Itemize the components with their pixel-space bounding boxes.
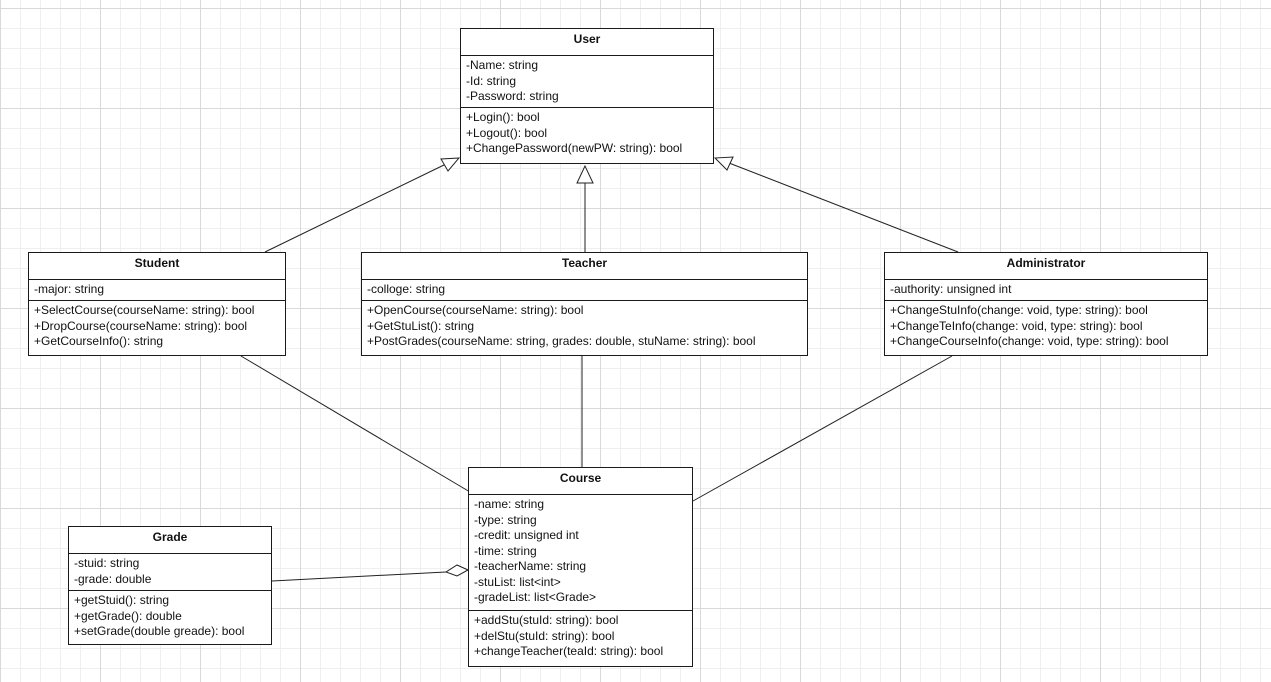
student-user-generalization-arrowhead [440, 157, 461, 172]
class-student-name: Student [29, 253, 285, 280]
class-user-attribute: -Name: string [466, 58, 539, 72]
class-teacher-operation: +OpenCourse(courseName: string): bool [367, 303, 584, 317]
class-course-attribute: -time: string [474, 543, 537, 558]
class-grade-attribute: -grade: double [74, 571, 152, 586]
class-user-attribute: -Password: string [466, 89, 559, 103]
student-user-generalization-line [264, 163, 447, 253]
class-course-attribute: -stuList: list<int> [474, 574, 561, 589]
class-course-operation: +addStu(stuId: string): bool [474, 613, 619, 627]
class-administrator[interactable]: Administrator -authority: unsigned int +… [884, 252, 1208, 356]
class-administrator-operation: +ChangeStuInfo(change: void, type: strin… [890, 303, 1148, 317]
class-administrator-attribute: -authority: unsigned int [890, 282, 1012, 296]
class-grade[interactable]: Grade -stuid: string -grade: double +get… [68, 526, 272, 645]
grade-course-aggregation-diamond [444, 564, 470, 577]
class-grade-operation: +getStuid(): string [74, 593, 170, 607]
class-grade-operations: +getStuid(): string +getGrade(): double … [69, 591, 271, 642]
class-user-attribute: -Id: string [466, 73, 517, 88]
class-administrator-name: Administrator [885, 253, 1207, 280]
administrator-user-generalization-line [728, 162, 959, 253]
class-grade-operation: +getGrade(): double [74, 608, 182, 623]
administrator-user-generalization-arrowhead [713, 156, 734, 171]
class-user-operations: +Login(): bool +Logout(): bool +ChangePa… [461, 108, 713, 159]
class-teacher-operations: +OpenCourse(courseName: string): bool +G… [362, 301, 807, 352]
class-student-operation: +SelectCourse(courseName: string): bool [34, 303, 255, 317]
class-student-operation: +GetCourseInfo(): string [34, 334, 164, 348]
class-course-attribute: -type: string [474, 512, 537, 527]
grade-course-aggregation-line [271, 571, 447, 582]
class-course-name: Course [469, 468, 692, 495]
class-teacher-operation: +GetStuList(): string [367, 318, 475, 333]
class-course-operation: +changeTeacher(teaId: string): bool [474, 644, 664, 658]
class-teacher[interactable]: Teacher -colloge: string +OpenCourse(cou… [361, 252, 808, 356]
class-course-operation: +delStu(stuId: string): bool [474, 628, 615, 643]
class-user-operation: +ChangePassword(newPW: string): bool [466, 141, 683, 155]
class-teacher-attributes: -colloge: string [362, 280, 807, 301]
class-course-attribute: -gradeList: list<Grade> [474, 590, 597, 604]
class-administrator-operation: +ChangeCourseInfo(change: void, type: st… [890, 334, 1169, 348]
class-user-attributes: -Name: string -Id: string -Password: str… [461, 56, 713, 108]
class-administrator-operations: +ChangeStuInfo(change: void, type: strin… [885, 301, 1207, 352]
class-teacher-name: Teacher [362, 253, 807, 280]
class-grade-attributes: -stuid: string -grade: double [69, 554, 271, 591]
class-course-attribute: -credit: unsigned int [474, 528, 579, 542]
class-course[interactable]: Course -name: string -type: string -cred… [468, 467, 693, 667]
class-course-attribute: -teacherName: string [474, 559, 587, 573]
class-student-attribute: -major: string [34, 282, 105, 296]
class-user-name: User [461, 29, 713, 56]
class-student-operation: +DropCourse(courseName: string): bool [34, 318, 248, 333]
class-teacher-operation: +PostGrades(courseName: string, grades: … [367, 334, 756, 348]
class-user-operation: +Logout(): bool [466, 125, 548, 140]
class-course-attributes: -name: string -type: string -credit: uns… [469, 495, 692, 611]
class-administrator-operation: +ChangeTeInfo(change: void, type: string… [890, 318, 1143, 333]
class-course-operations: +addStu(stuId: string): bool +delStu(stu… [469, 611, 692, 662]
class-teacher-attribute: -colloge: string [367, 282, 446, 296]
class-grade-name: Grade [69, 527, 271, 554]
class-course-attribute: -name: string [474, 497, 545, 511]
class-student-operations: +SelectCourse(courseName: string): bool … [29, 301, 285, 352]
class-student[interactable]: Student -major: string +SelectCourse(cou… [28, 252, 286, 356]
class-user-operation: +Login(): bool [466, 110, 540, 124]
teacher-user-generalization-arrowhead [576, 164, 594, 184]
administrator-course-association [692, 355, 953, 502]
student-course-association [240, 355, 471, 493]
class-user[interactable]: User -Name: string -Id: string -Password… [460, 28, 714, 164]
class-administrator-attributes: -authority: unsigned int [885, 280, 1207, 301]
class-grade-attribute: -stuid: string [74, 556, 140, 570]
class-grade-operation: +setGrade(double greade): bool [74, 624, 245, 638]
class-student-attributes: -major: string [29, 280, 285, 301]
